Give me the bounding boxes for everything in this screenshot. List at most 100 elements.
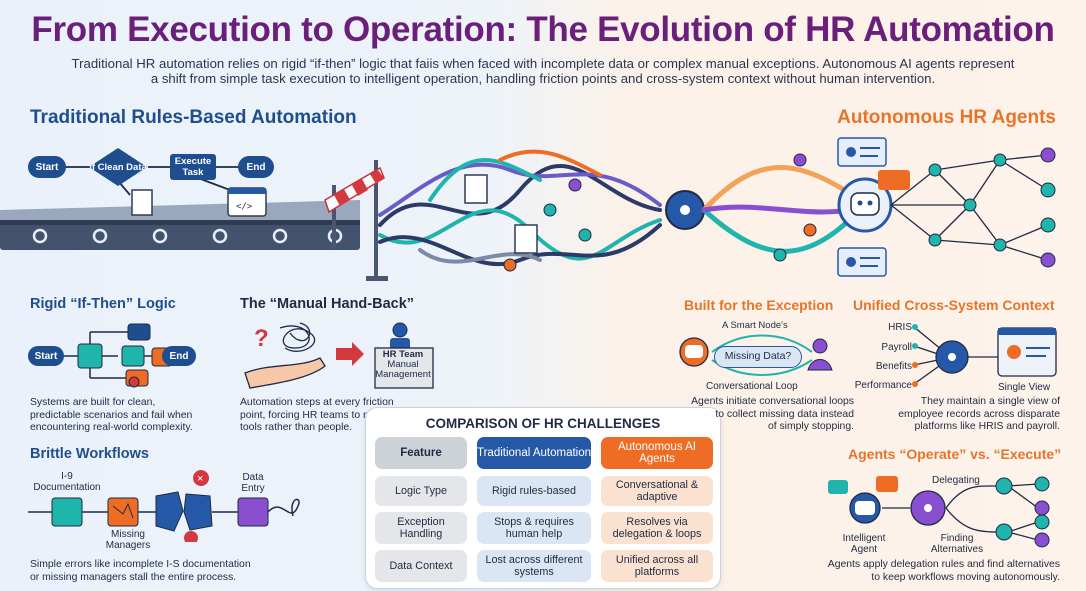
header-autonomous: Autonomous AI Agents xyxy=(601,437,713,469)
profile-card-icon xyxy=(837,247,887,277)
system-label-payroll: Payroll xyxy=(881,342,912,353)
smart-node-label: A Smart Node's xyxy=(722,320,788,331)
i9-label: I-9 Documentation xyxy=(28,471,106,493)
traditional-section-title: Traditional Rules-Based Automation xyxy=(30,107,357,128)
brittle-description: Simple errors like incomplete I-S docume… xyxy=(30,559,350,584)
rigid-logic-description: Systems are built for clean, predictable… xyxy=(30,397,230,435)
data-entry-line: Entry xyxy=(241,483,265,494)
i9-label-line: Documentation xyxy=(33,482,101,493)
header-traditional: Traditional Automation xyxy=(477,437,591,469)
rigid-desc-line: encountering real-world complexity. xyxy=(30,422,193,433)
error-icon xyxy=(184,531,198,542)
flow-end-node: End xyxy=(238,156,274,178)
hand-icon xyxy=(244,357,326,389)
svg-text:</>: </> xyxy=(236,202,253,212)
agent-streams xyxy=(701,165,863,254)
barrier-icon xyxy=(324,160,388,281)
operate-description: Agents apply delegation rules and find a… xyxy=(790,559,1060,584)
operate-diagram xyxy=(828,476,1050,548)
system-label-hris: HRIS xyxy=(888,322,912,333)
subtitle-line-2: a shift from simple task execution to in… xyxy=(150,71,936,86)
operate-desc-line: to keep workflows moving autonomously. xyxy=(871,571,1060,583)
row-autonomous: Conversational & adaptive xyxy=(601,476,713,506)
document-icon xyxy=(131,189,153,216)
row-feature: Logic Type xyxy=(375,476,467,506)
finding-alternatives-line: Finding xyxy=(940,533,974,544)
chat-bubble-icon xyxy=(878,170,910,190)
row-autonomous: Resolves via delegation & loops xyxy=(601,512,713,544)
row-traditional: Lost across different systems xyxy=(477,550,591,582)
hr-team-line: Management xyxy=(375,369,431,380)
profile-card-icon xyxy=(837,137,887,167)
svg-text:×: × xyxy=(197,473,203,485)
context-desc-line: employee records across disparate xyxy=(898,408,1060,420)
flow-execute-node: Execute Task xyxy=(170,154,216,180)
conversational-loop-diagram xyxy=(679,334,833,376)
arrow-icon xyxy=(336,342,364,366)
handback-desc-line: point, forcing HR teams to manage xyxy=(240,409,401,421)
row-autonomous: Unified across all platforms xyxy=(601,550,713,582)
operate-title: Agents “Operate” vs. “Execute” xyxy=(848,446,1062,462)
monitor-icon xyxy=(997,327,1057,377)
comparison-table: COMPARISON OF HR CHALLENGES Feature Trad… xyxy=(365,407,721,589)
data-entry-line: Data xyxy=(242,472,264,483)
svg-text:?: ? xyxy=(254,325,269,352)
manual-handback-title: The “Manual Hand-Back” xyxy=(240,296,415,312)
missing-managers-line: Missing xyxy=(111,529,145,540)
data-entry-label: Data Entry xyxy=(228,472,278,494)
hr-team-line: HR Team xyxy=(382,349,424,360)
row-feature: Exception Handling xyxy=(375,512,467,544)
error-icon xyxy=(193,470,209,486)
hr-team-label: HR Team Manual Management xyxy=(373,350,433,380)
handback-desc-line: tools rather than people. xyxy=(240,422,353,433)
finding-alternatives-line: Alternatives xyxy=(930,544,984,555)
subtitle-line-1: Traditional HR automation relies on rigi… xyxy=(71,56,1015,71)
exception-title: Built for the Exception xyxy=(684,297,834,313)
row-feature: Data Context xyxy=(375,550,467,582)
comparison-title: COMPARISON OF HR CHALLENGES xyxy=(425,416,661,431)
intelligent-agent-label: Intelligent Agent xyxy=(834,533,894,555)
handback-desc-line: Automation steps at every friction xyxy=(240,397,394,408)
evolution-illustration: </> xyxy=(0,137,1056,281)
operate-desc-line: Agents apply delegation rules and find a… xyxy=(827,559,1060,570)
context-title: Unified Cross-System Context xyxy=(853,297,1055,313)
rigid-desc-line: Systems are built for clean, xyxy=(30,397,156,408)
rigid-start-node: Start xyxy=(28,346,64,366)
system-label-performance: Performance xyxy=(854,380,912,391)
missing-data-bubble: Missing Data? xyxy=(714,346,802,368)
system-label-benefits: Benefits xyxy=(875,361,912,372)
brittle-desc-line: or missing managers stall the entire pro… xyxy=(30,571,237,583)
exception-desc-line: Agents initiate conversational loops xyxy=(691,396,854,407)
finding-alternatives-label: Finding Alternatives xyxy=(922,533,992,555)
intelligent-agent-line: Agent xyxy=(850,544,878,555)
delegating-label: Delegating xyxy=(932,475,980,486)
brittle-desc-line: Simple errors like incomplete I-S docume… xyxy=(30,559,251,570)
handback-description: Automation steps at every friction point… xyxy=(240,397,440,435)
rigid-desc-line: predictable scenarios and fail when xyxy=(30,409,193,421)
conveyor-belt xyxy=(0,200,360,250)
tangled-cables xyxy=(378,149,662,267)
exception-description: Agents initiate conversational loops to … xyxy=(664,396,854,434)
hr-team-line: Manual xyxy=(387,359,419,370)
intelligent-agent-line: Intelligent xyxy=(842,533,886,544)
manual-handback-diagram: ? xyxy=(244,322,434,389)
header-feature: Feature xyxy=(375,437,467,469)
context-description: They maintain a single view of employee … xyxy=(870,396,1060,434)
row-traditional: Stops & requires human help xyxy=(477,512,591,544)
context-desc-line: They maintain a single view of xyxy=(920,396,1060,407)
rigid-logic-title: Rigid “If-Then” Logic xyxy=(30,296,176,312)
brittle-workflow-diagram: × xyxy=(28,470,300,542)
autonomous-section-title: Autonomous HR Agents xyxy=(837,107,1056,128)
exception-desc-line: to collect missing data instead xyxy=(715,408,854,420)
context-desc-line: platforms like HRIS and payroll. xyxy=(914,421,1060,432)
rigid-end-node: End xyxy=(162,346,196,366)
page-title: From Execution to Operation: The Evoluti… xyxy=(31,10,1055,49)
i9-label-line: I-9 xyxy=(61,471,73,482)
missing-managers-label: Missing Managers xyxy=(98,529,158,551)
page-subtitle: Traditional HR automation relies on rigi… xyxy=(40,56,1046,86)
single-view-label: Single View xyxy=(998,382,1051,393)
row-traditional: Rigid rules-based xyxy=(477,476,591,506)
missing-managers-line: Managers xyxy=(105,540,151,551)
conversational-loop-label: Conversational Loop xyxy=(706,381,798,392)
flow-start-node: Start xyxy=(28,156,66,178)
